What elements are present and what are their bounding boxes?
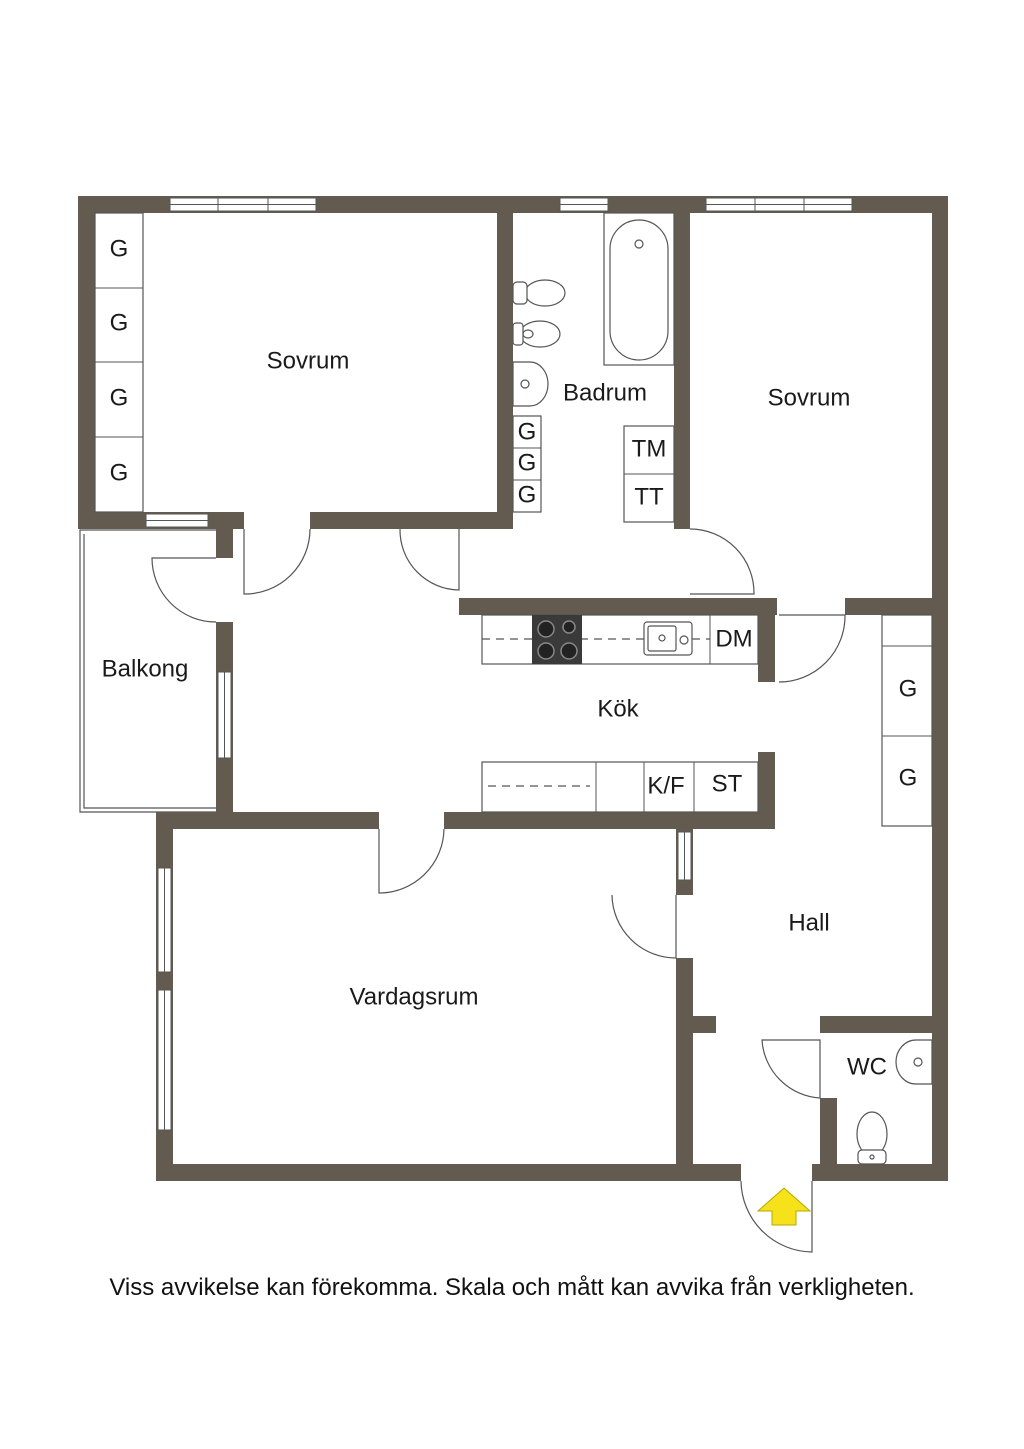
toilet-icon [512, 279, 566, 307]
wardrobe-label: G [899, 675, 918, 702]
disclaimer-text: Viss avvikelse kan förekomma. Skala och … [109, 1274, 914, 1301]
wardrobe-label: G [518, 418, 537, 445]
room-label-hall: Hall [788, 909, 829, 936]
wardrobe-label: G [110, 235, 129, 262]
room-label-sovrum-left: Sovrum [267, 347, 350, 374]
window-living-left-2 [157, 989, 172, 1131]
window-top-bedroom-right [705, 197, 853, 212]
room-label-kok: Kök [597, 695, 639, 722]
room-label-vardagsrum: Vardagsrum [350, 983, 479, 1010]
storage-label: ST [712, 770, 743, 797]
entrance-arrow-icon [756, 1187, 812, 1226]
wardrobe-left-bedroom: G G G G [94, 212, 144, 513]
room-labels: Sovrum Badrum Sovrum Balkong Kök Hall Va… [102, 347, 887, 1080]
window-top-bath [559, 197, 609, 212]
washbasin-icon [895, 1039, 933, 1085]
window-living-left-1 [157, 867, 172, 973]
wardrobe-hall: G G [881, 614, 933, 827]
window-balcony-top [145, 513, 209, 528]
wardrobe-label: G [518, 449, 537, 476]
balcony [79, 529, 216, 813]
window-hall [677, 831, 692, 881]
kitchen-counter-upper: DM [481, 614, 759, 665]
wardrobe-label: G [899, 764, 918, 791]
room-label-wc: WC [847, 1053, 887, 1080]
wc-fixtures [856, 1039, 933, 1165]
room-label-balkong: Balkong [102, 655, 189, 682]
bathroom-fixtures: G G G TM TT [512, 212, 675, 523]
wardrobe-label: G [518, 481, 537, 508]
wardrobe-label: G [110, 309, 129, 336]
wardrobe-label: G [110, 384, 129, 411]
washbasin-icon [512, 361, 549, 407]
window-top-bedroom-left [169, 197, 317, 212]
wardrobe-label: G [110, 459, 129, 486]
fridge-freezer-label: K/F [647, 772, 684, 799]
window-balcony-side [217, 671, 232, 759]
sink-icon [643, 621, 693, 656]
room-label-sovrum-right: Sovrum [768, 384, 851, 411]
bidet-icon [512, 320, 561, 348]
dishwasher-label: DM [715, 625, 752, 652]
toilet-icon [856, 1111, 888, 1165]
doors [151, 528, 846, 1253]
kitchen-counter-lower: K/F ST [481, 761, 759, 813]
dryer-label: TT [634, 483, 664, 510]
windows [145, 197, 853, 1131]
room-label-badrum: Badrum [563, 379, 647, 406]
washing-machine-label: TM [632, 435, 667, 462]
